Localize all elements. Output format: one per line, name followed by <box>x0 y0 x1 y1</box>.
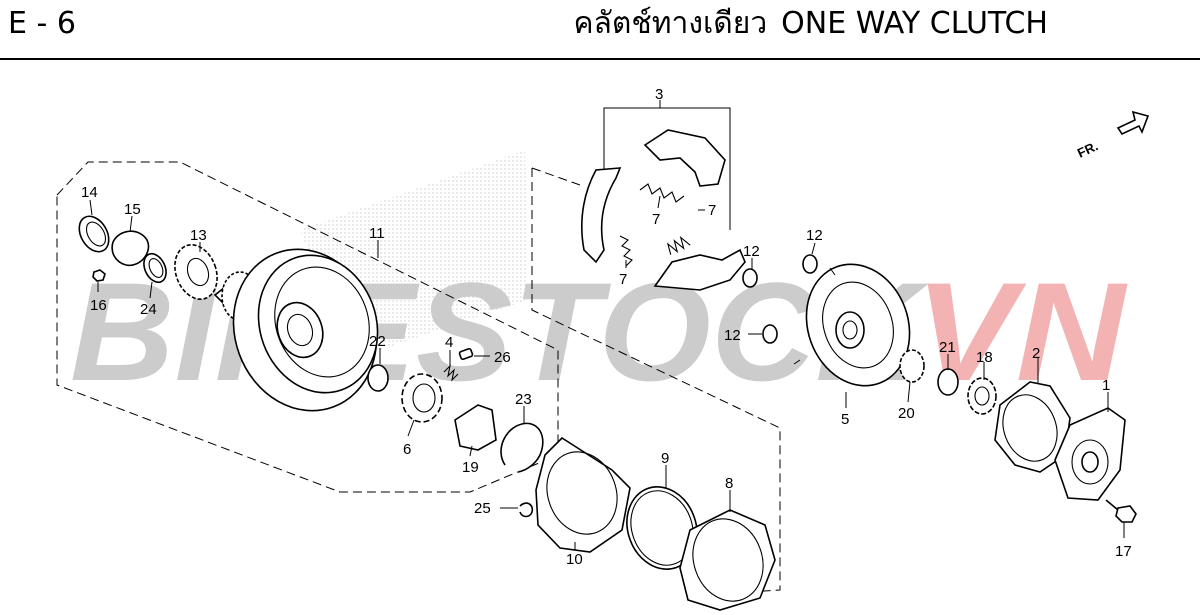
callout-label: 7 <box>652 211 660 228</box>
callout-label: 23 <box>515 391 532 408</box>
callout-label: 20 <box>898 405 915 422</box>
part-8 <box>679 509 776 611</box>
part-26 <box>458 347 474 361</box>
part-12-b <box>742 268 758 288</box>
part-18 <box>967 377 997 415</box>
callout-label: 5 <box>841 411 849 428</box>
part-15 <box>111 230 150 267</box>
part-11 <box>213 248 379 412</box>
part-9 <box>626 486 698 570</box>
clutch-shoe-left <box>581 167 622 264</box>
callout-label: 1 <box>1102 377 1110 394</box>
callout-label: 11 <box>369 225 385 242</box>
callout-label: 13 <box>190 227 207 244</box>
callout-labels: 1 2 3 4 5 6 7 7 7 8 9 10 11 12 12 12 13 … <box>81 86 1132 568</box>
part-19 <box>454 404 497 451</box>
part-25 <box>519 502 534 518</box>
callout-label: 24 <box>140 301 157 318</box>
callout-label: 12 <box>806 227 823 244</box>
callout-label: 7 <box>708 202 716 219</box>
callout-label: 9 <box>661 450 669 467</box>
header-divider <box>0 58 1200 60</box>
part-7-spring-b <box>666 235 691 255</box>
part-24 <box>143 252 167 284</box>
part-17 <box>1105 499 1137 523</box>
part-7-spring-a <box>639 183 685 203</box>
part-1 <box>1054 407 1126 501</box>
clutch-shoe-lower <box>653 248 746 291</box>
group-bracket-3 <box>603 107 731 230</box>
callout-label: 6 <box>403 441 411 458</box>
front-direction-arrow: FR. <box>1075 110 1150 161</box>
callout-label: 17 <box>1115 543 1132 560</box>
callout-label: 4 <box>445 334 453 351</box>
part-16 <box>92 269 106 282</box>
callout-label: 14 <box>81 184 98 201</box>
part-4 <box>443 364 459 382</box>
callout-label: 16 <box>90 297 107 314</box>
part-5 <box>793 263 911 387</box>
page-code: E - 6 <box>8 6 76 41</box>
callout-label: 2 <box>1032 345 1040 362</box>
callout-label: 12 <box>743 243 760 260</box>
part-12-a <box>802 254 818 274</box>
callout-label: 26 <box>494 349 511 366</box>
part-6 <box>401 373 443 423</box>
part-7-spring-c <box>619 235 633 267</box>
callout-label: 18 <box>976 349 993 366</box>
callout-label: 7 <box>619 271 627 288</box>
part-22 <box>367 364 389 392</box>
callout-label: 22 <box>369 333 386 350</box>
clutch-shoe-upper <box>643 129 726 187</box>
callout-label: 15 <box>124 201 141 218</box>
leader-lines <box>89 195 1125 550</box>
callout-label: 21 <box>939 339 956 356</box>
callout-label: 12 <box>724 327 741 344</box>
callout-label: 8 <box>725 475 733 492</box>
part-23 <box>500 422 544 473</box>
part-21 <box>937 368 959 396</box>
title-thai: คลัตช์ทางเดียว <box>573 6 768 41</box>
callout-label: 10 <box>566 551 583 568</box>
callout-label: 25 <box>474 500 491 517</box>
callout-label: 19 <box>462 459 479 476</box>
title-english: ONE WAY CLUTCH <box>781 6 1048 41</box>
part-12-c <box>762 324 778 344</box>
page-title: คลัตช์ทางเดียว ONE WAY CLUTCH <box>559 6 1048 42</box>
part-10 <box>535 436 631 553</box>
callout-label: 3 <box>655 86 663 103</box>
front-direction-label: FR. <box>1075 138 1100 160</box>
part-14 <box>78 215 110 253</box>
part-13 <box>174 244 218 300</box>
part-20 <box>899 349 925 383</box>
